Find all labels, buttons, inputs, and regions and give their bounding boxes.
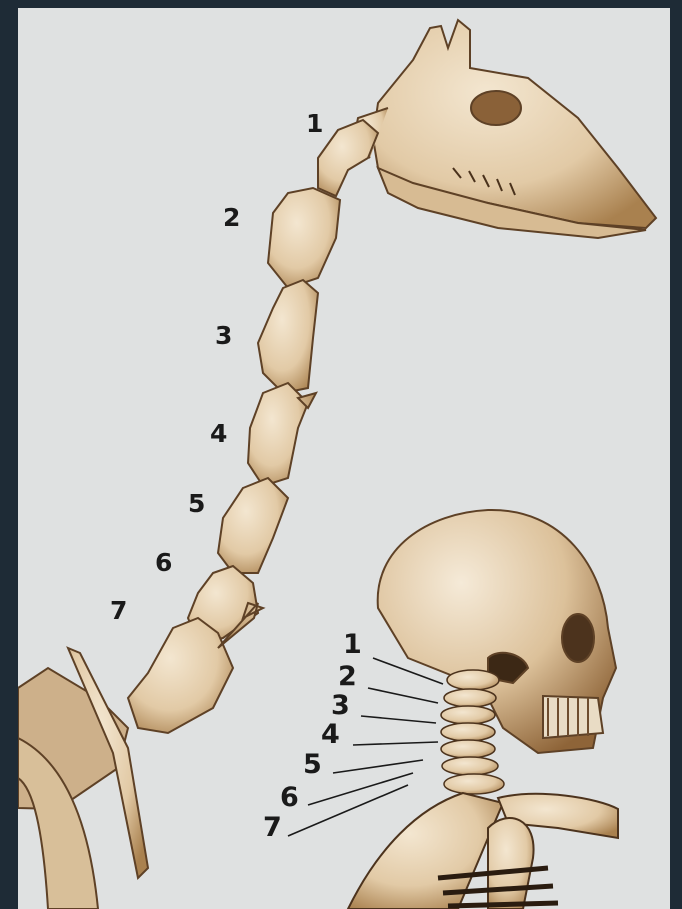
giraffe-shoulder	[18, 648, 148, 909]
giraffe-vertebrae	[128, 120, 378, 733]
human-shoulder	[348, 793, 618, 909]
human-label-2: 2	[338, 663, 357, 690]
giraffe-label-3: 3	[215, 323, 232, 348]
giraffe-label-1: 1	[306, 111, 323, 136]
giraffe-vertebra-1	[318, 120, 378, 196]
giraffe-label-2: 2	[223, 205, 240, 230]
giraffe-label-4: 4	[210, 421, 227, 446]
giraffe-vertebra-2	[268, 188, 340, 288]
skeleton-illustration	[18, 8, 670, 909]
illustration-board: 1 2 3 4 5 6 7 1 2 3 4 5 6 7	[18, 8, 670, 909]
giraffe-label-7: 7	[110, 598, 127, 623]
human-label-5: 5	[303, 751, 322, 778]
human-label-6: 6	[280, 784, 299, 811]
human-leader-lines	[288, 658, 443, 836]
human-skull	[378, 510, 616, 753]
human-label-7: 7	[263, 814, 282, 841]
giraffe-label-5: 5	[188, 491, 205, 516]
giraffe-label-6: 6	[155, 550, 172, 575]
human-label-1: 1	[343, 631, 362, 658]
giraffe-vertebra-5	[218, 478, 288, 573]
giraffe-vertebra-7	[128, 618, 233, 733]
human-label-4: 4	[321, 721, 340, 748]
giraffe-skull	[353, 20, 656, 238]
human-label-3: 3	[331, 692, 350, 719]
giraffe-vertebra-3	[258, 280, 318, 393]
